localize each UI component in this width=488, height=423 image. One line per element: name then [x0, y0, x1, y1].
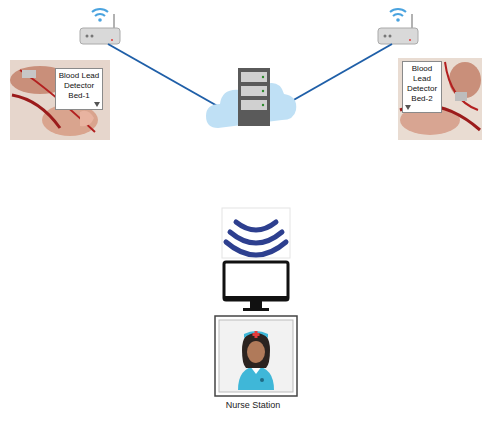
device-label-text: Blood Lead Detector Bed-1	[58, 71, 100, 101]
nurse-icon	[215, 316, 297, 396]
patient-photo	[10, 60, 110, 140]
patient-photo	[398, 58, 482, 140]
dropdown-symbol	[405, 105, 411, 110]
wifi-router	[80, 9, 120, 44]
cloud-server	[206, 68, 296, 128]
wireless-symbol	[222, 208, 290, 258]
station-label: Nurse Station	[226, 400, 281, 410]
device-label: Blood Lead Detector Bed-2	[402, 61, 442, 113]
wifi-router	[378, 9, 418, 44]
monitor	[224, 262, 288, 311]
network-wire	[283, 44, 392, 106]
dropdown-symbol	[94, 102, 100, 107]
device-label-text: Blood Lead Detector Bed-2	[405, 64, 439, 104]
device-label: Blood Lead Detector Bed-1	[55, 68, 103, 110]
network-wire	[108, 44, 228, 112]
